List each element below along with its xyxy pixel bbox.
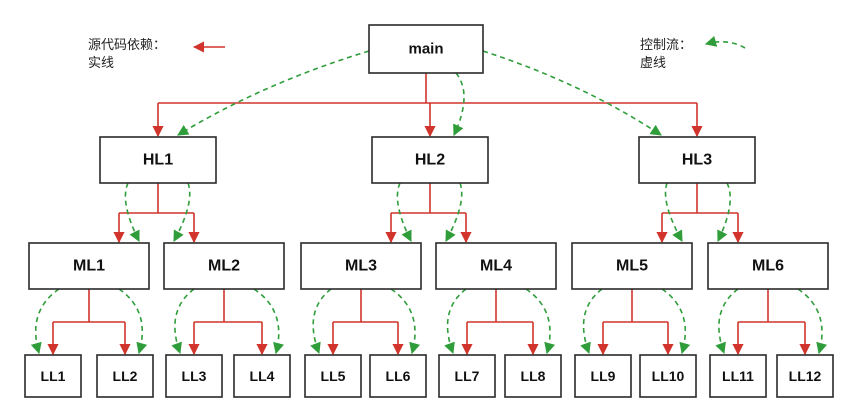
- node-ll10-box: [639, 354, 697, 398]
- node-ml6-label: ML6: [752, 258, 784, 275]
- flow-hl2-a: [396, 182, 412, 243]
- node-ll1: LL1: [24, 354, 82, 398]
- node-ll4-label: LL4: [250, 368, 275, 384]
- node-ll2-label: LL2: [113, 368, 138, 384]
- node-ll1-box: [24, 354, 82, 398]
- node-ml3-label: ML3: [345, 258, 377, 275]
- node-ll10-label: LL10: [652, 368, 685, 384]
- node-ll12-label: LL12: [789, 368, 822, 384]
- node-ll8-label: LL8: [521, 368, 546, 384]
- node-ll6-box: [369, 354, 427, 398]
- flow-ml2-b: [253, 288, 284, 355]
- node-ll4: LL4: [233, 354, 291, 398]
- node-ll9-label: LL9: [591, 368, 616, 384]
- node-ml2: ML2: [163, 242, 285, 290]
- flow-hl1-a: [124, 182, 140, 243]
- node-ll5-label: LL5: [321, 368, 346, 384]
- node-ll8: LL8: [504, 354, 562, 398]
- node-hl2: HL2: [371, 136, 489, 184]
- flow-ml5-a: [580, 288, 603, 355]
- node-ll7: LL7: [438, 354, 496, 398]
- node-ll10: LL10: [639, 354, 697, 398]
- node-ll12-box: [776, 354, 834, 398]
- node-hl3-label: HL3: [682, 152, 712, 169]
- node-hl2-box: [371, 136, 489, 184]
- node-ml1-box: [28, 242, 150, 290]
- node-ll7-label: LL7: [455, 368, 480, 384]
- node-ll12: LL12: [776, 354, 834, 398]
- flow-hl3-b: [717, 182, 731, 243]
- legend-marks-layer: [192, 35, 746, 53]
- flow-ml4-a: [444, 288, 467, 355]
- node-ll6: LL6: [369, 354, 427, 398]
- flow-main-hl1: [177, 50, 370, 136]
- node-ml2-label: ML2: [208, 258, 240, 275]
- node-ll6-label: LL6: [386, 368, 411, 384]
- node-ll4-box: [233, 354, 291, 398]
- legend-dependency-text: 源代码依赖： 实线: [88, 36, 166, 72]
- legend-control-line1: 控制流：: [640, 37, 693, 52]
- node-ll3-label: LL3: [182, 368, 207, 384]
- node-ml5-label: ML5: [616, 258, 648, 275]
- node-ll3-box: [165, 354, 223, 398]
- node-ml5: ML5: [571, 242, 693, 290]
- flow-ml6-a: [715, 288, 739, 355]
- legend-control-arrow: [704, 35, 746, 49]
- node-hl1-label: HL1: [143, 152, 173, 169]
- flow-ml1-b: [118, 288, 148, 355]
- node-ll11: LL11: [709, 354, 767, 398]
- node-ll7-box: [438, 354, 496, 398]
- node-ll2: LL2: [96, 354, 154, 398]
- flow-main-hl2: [453, 72, 465, 137]
- flow-ml1-a: [30, 288, 60, 355]
- legend-dependency-line2: 实线: [88, 55, 115, 70]
- flow-ml5-b: [661, 288, 691, 355]
- node-hl1: HL1: [99, 136, 217, 184]
- edges-layer: [30, 50, 828, 356]
- node-ll8-box: [504, 354, 562, 398]
- node-ml6-box: [707, 242, 829, 290]
- flow-ml3-b: [390, 288, 421, 355]
- node-ll5-box: [304, 354, 362, 398]
- node-ml4: ML4: [435, 242, 557, 290]
- legend-dependency-line1: 源代码依赖：: [88, 37, 167, 52]
- node-ml1-label: ML1: [73, 258, 105, 275]
- flow-ml6-b: [797, 288, 828, 355]
- flow-ml2-a: [171, 288, 195, 355]
- node-ml5-box: [571, 242, 693, 290]
- flow-hl2-b: [445, 182, 463, 242]
- node-ll11-box: [709, 354, 767, 398]
- node-ml3: ML3: [300, 242, 422, 290]
- node-main-box: [368, 24, 484, 74]
- node-hl3-box: [638, 136, 756, 184]
- node-ml1: ML1: [28, 242, 150, 290]
- flow-hl1-b: [173, 182, 191, 242]
- node-hl3: HL3: [638, 136, 756, 184]
- legend-control-line2: 虚线: [640, 55, 667, 70]
- node-ml2-box: [163, 242, 285, 290]
- node-ml4-box: [435, 242, 557, 290]
- node-ll3: LL3: [165, 354, 223, 398]
- node-main: main: [368, 24, 484, 74]
- flow-ml4-b: [525, 288, 556, 355]
- node-ml6: ML6: [707, 242, 829, 290]
- node-main-label: main: [408, 41, 443, 58]
- node-ll9: LL9: [574, 354, 632, 398]
- legend-control-text: 控制流： 虚线: [640, 36, 692, 72]
- flow-ml3-a: [310, 288, 332, 355]
- node-ml3-box: [300, 242, 422, 290]
- flow-main-hl3: [482, 50, 662, 136]
- node-ml4-label: ML4: [480, 258, 512, 275]
- node-hl1-box: [99, 136, 217, 184]
- node-ll1-label: LL1: [41, 368, 66, 384]
- flow-hl3-a: [664, 182, 683, 242]
- node-ll5: LL5: [304, 354, 362, 398]
- node-ll11-label: LL11: [722, 368, 754, 384]
- node-ll9-box: [574, 354, 632, 398]
- node-ll2-box: [96, 354, 154, 398]
- node-hl2-label: HL2: [415, 152, 445, 169]
